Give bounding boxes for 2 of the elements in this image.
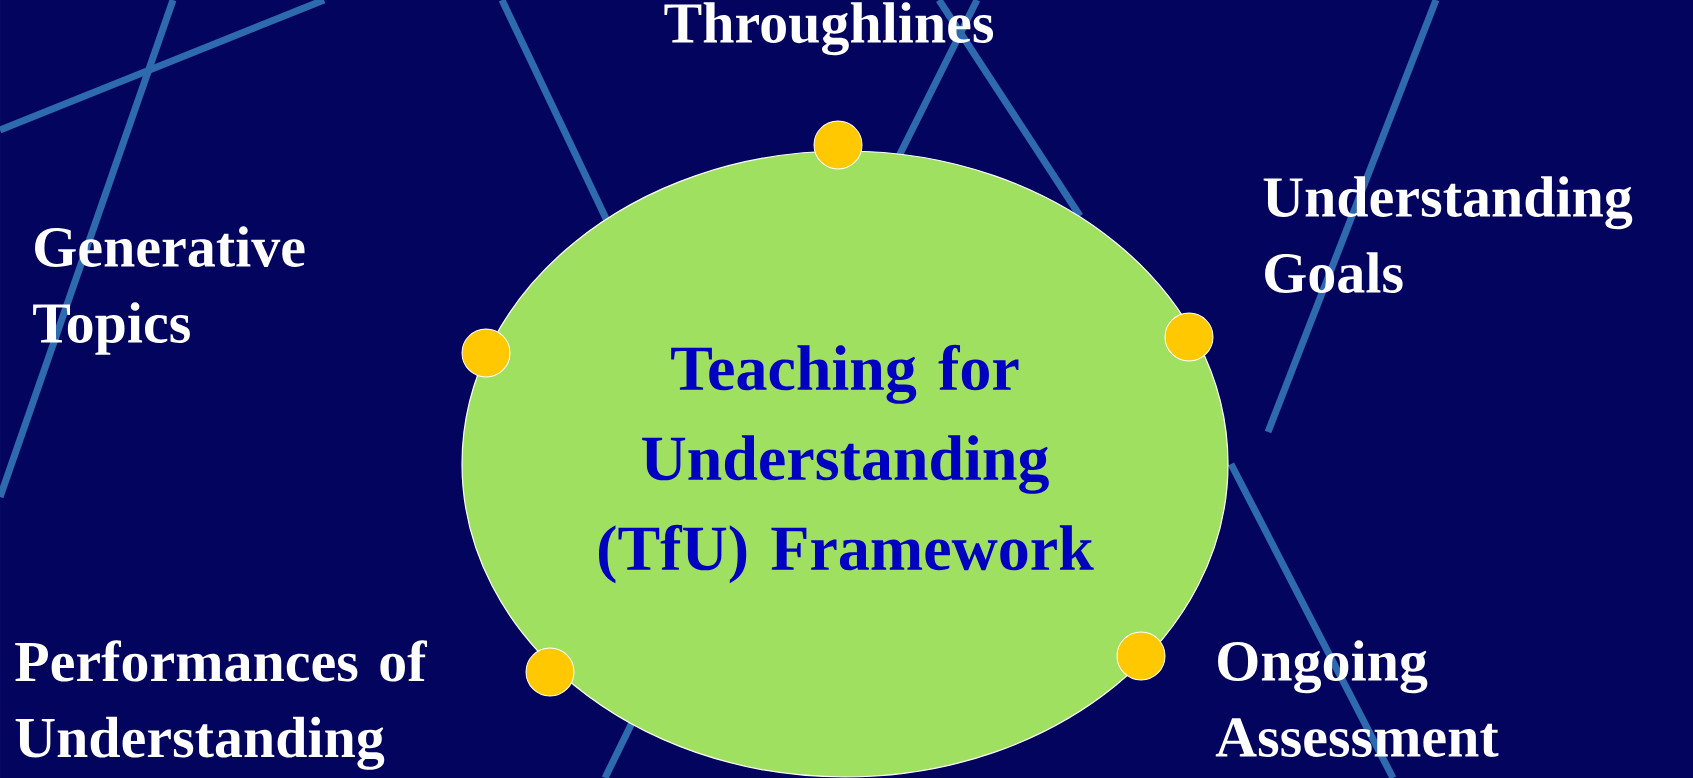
topic-label: Throughlines: [664, 2, 994, 56]
topic-label: Generative Topics: [33, 226, 305, 355]
